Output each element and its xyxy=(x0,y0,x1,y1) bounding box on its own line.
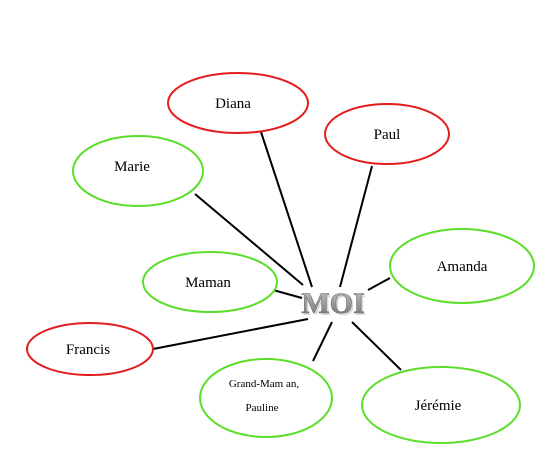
connector-paul xyxy=(339,165,373,288)
center-label-shadow: MOI xyxy=(303,289,366,322)
connector-maman xyxy=(272,289,303,299)
connector-grand-maman xyxy=(312,321,333,362)
node-marie-ellipse xyxy=(72,135,204,207)
node-marie[interactable]: Marie xyxy=(72,135,204,207)
node-francis-ellipse xyxy=(26,322,154,376)
center-node[interactable]: MOI MOI xyxy=(301,287,367,322)
node-paul-label: Paul xyxy=(374,127,401,143)
node-grand-maman-label-line2: Pauline xyxy=(246,402,279,414)
node-amanda-ellipse xyxy=(389,228,535,304)
node-grand-maman-label-line1: Grand-Mam an, xyxy=(229,378,300,390)
node-amanda[interactable]: Amanda xyxy=(389,228,535,304)
node-francis[interactable]: Francis xyxy=(26,322,154,376)
node-diana-label: Diana xyxy=(215,96,251,112)
node-amanda-label: Amanda xyxy=(437,259,488,275)
node-jeremie[interactable]: Jérémie xyxy=(361,366,521,444)
node-maman[interactable]: Maman xyxy=(142,251,278,313)
node-marie-label: Marie xyxy=(114,159,150,175)
connectors xyxy=(152,131,402,371)
node-francis-label: Francis xyxy=(66,342,110,358)
node-paul[interactable]: Paul xyxy=(324,103,450,165)
connector-jeremie xyxy=(351,321,402,371)
center-label: MOI xyxy=(301,287,364,320)
connector-marie xyxy=(194,193,304,286)
node-grand-maman-ellipse xyxy=(199,358,333,438)
node-grand-maman[interactable]: Grand-Mam an, Pauline xyxy=(199,358,333,438)
node-maman-label: Maman xyxy=(185,275,231,291)
node-maman-ellipse xyxy=(142,251,278,313)
node-paul-ellipse xyxy=(324,103,450,165)
connector-amanda xyxy=(367,277,391,291)
connector-francis xyxy=(152,318,309,350)
node-jeremie-ellipse xyxy=(361,366,521,444)
node-diana-ellipse xyxy=(167,72,309,134)
node-diana[interactable]: Diana xyxy=(167,72,309,134)
node-jeremie-label: Jérémie xyxy=(415,398,462,414)
connector-diana xyxy=(260,131,313,288)
